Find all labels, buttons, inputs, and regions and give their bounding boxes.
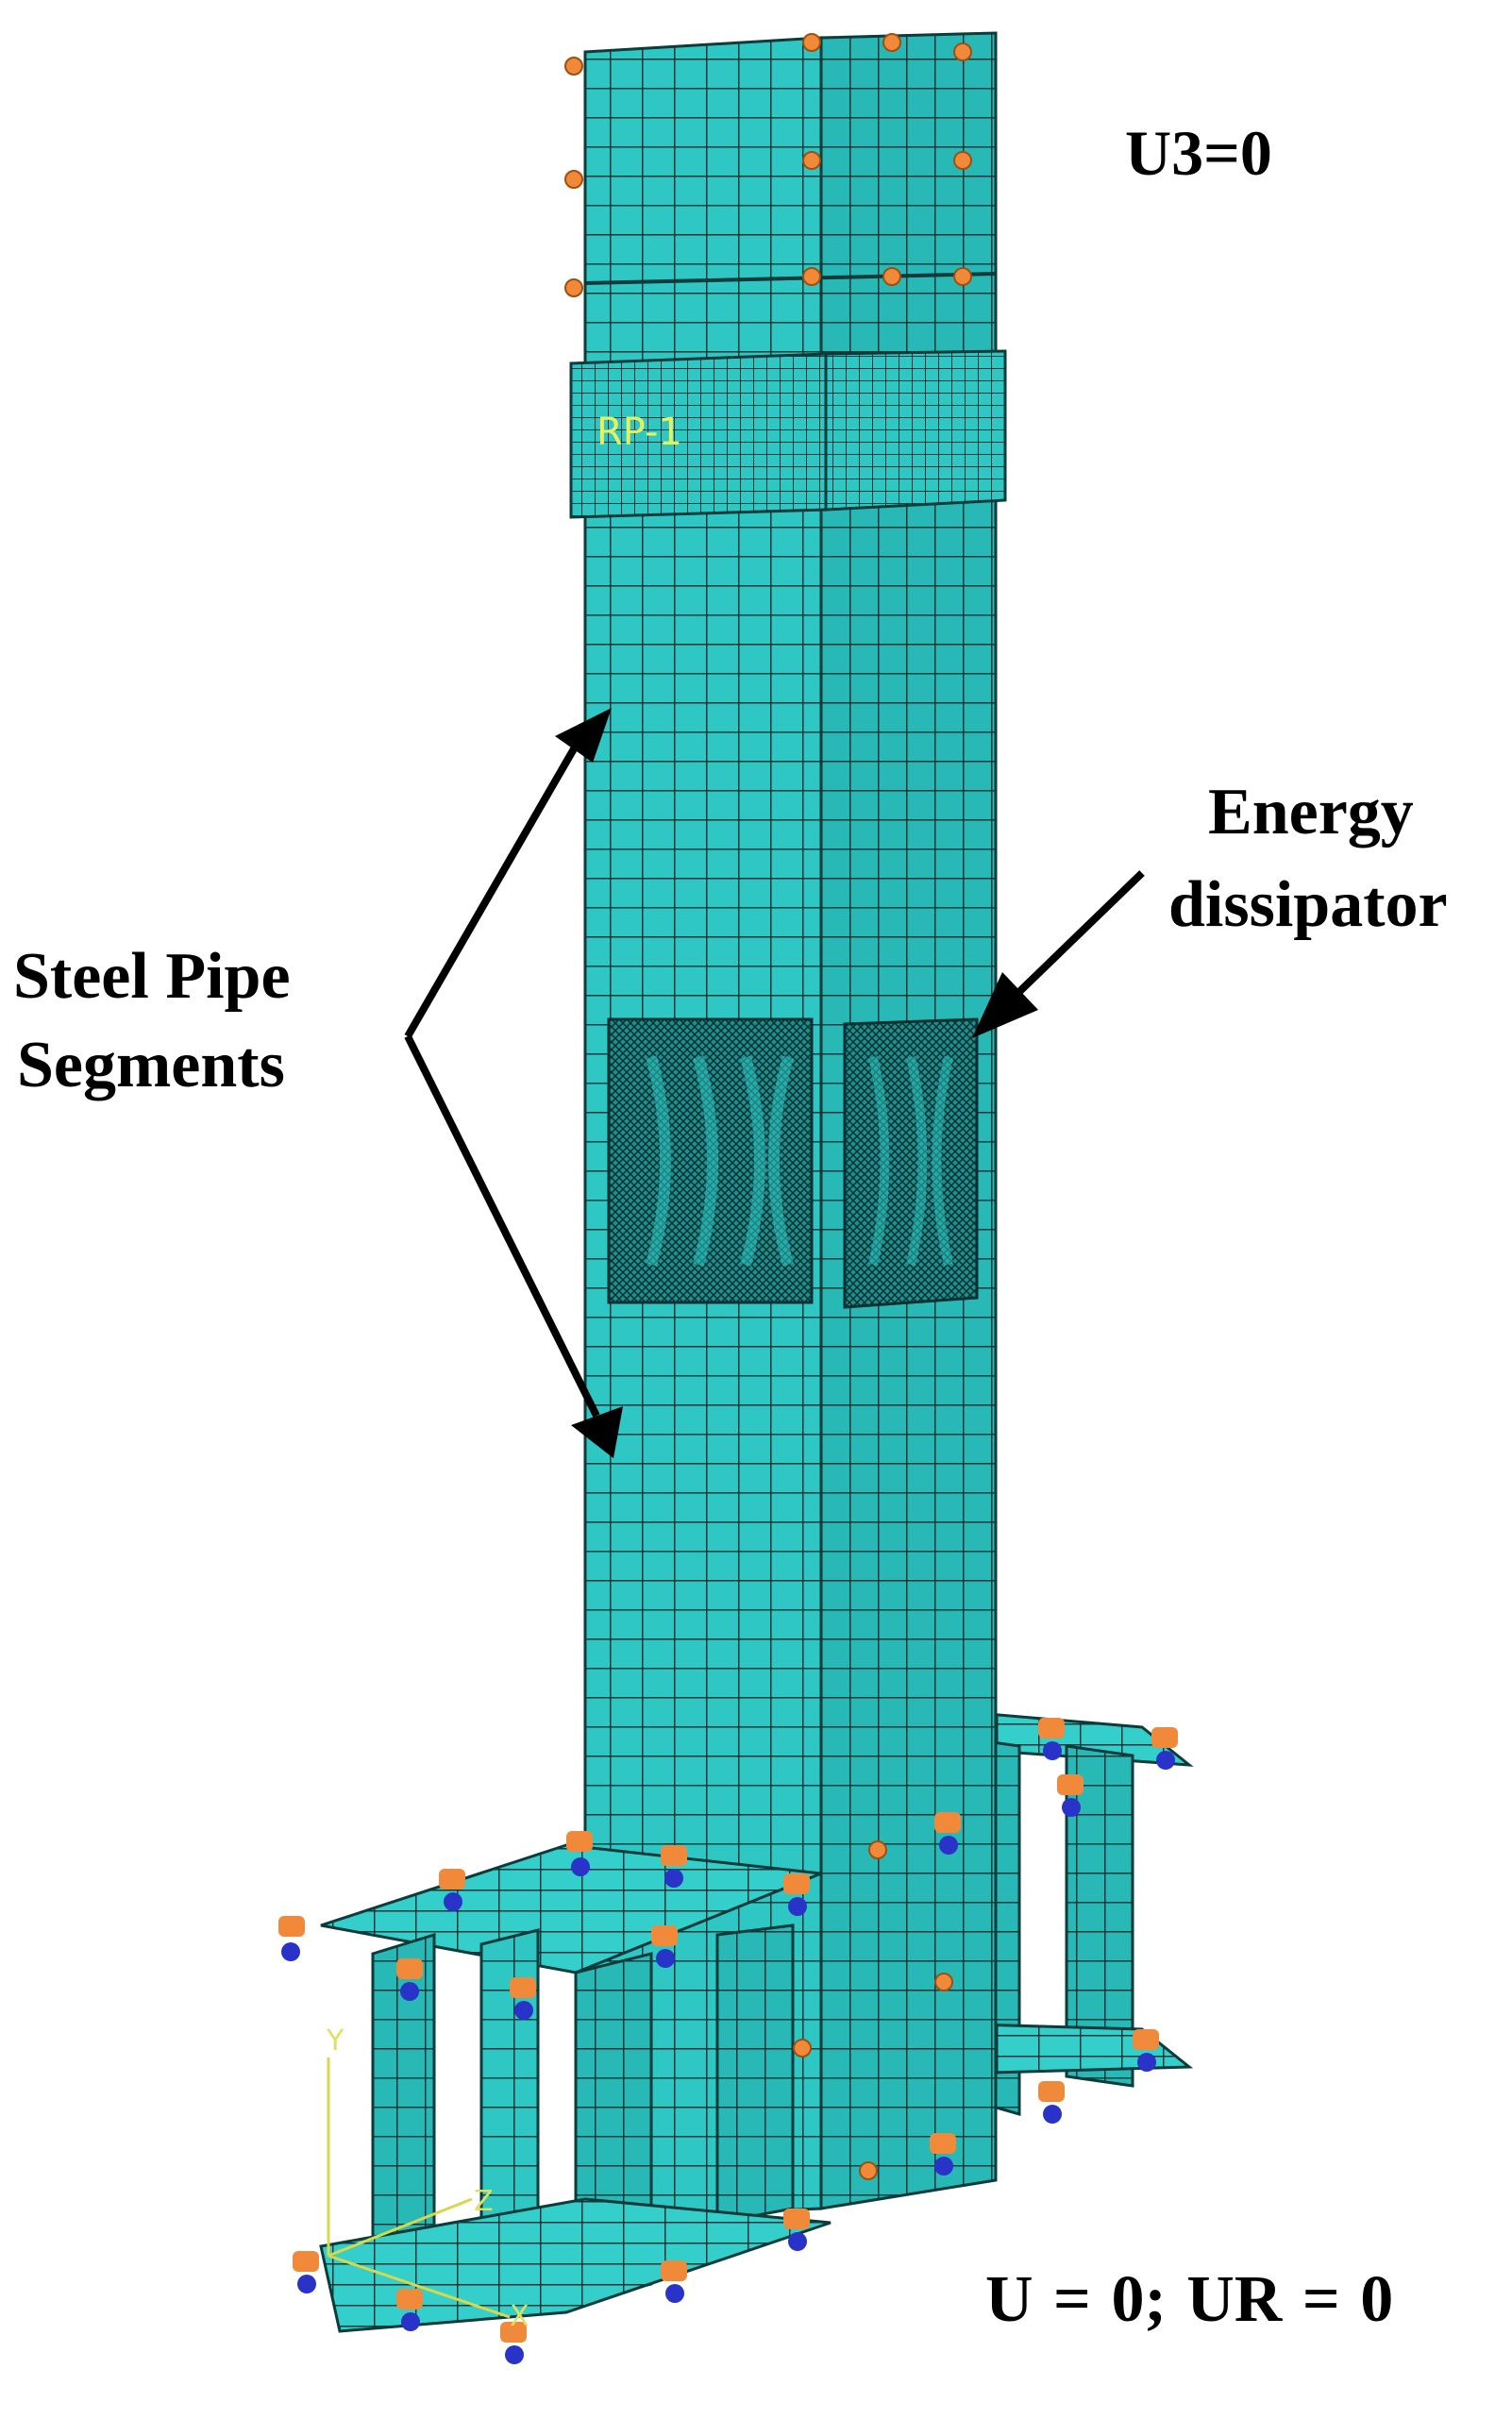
arrow-heads [555,708,1038,1458]
segments-label: Segments [17,1029,285,1101]
dissipator-label: dissipator [1168,868,1448,941]
axis-y-label: Y [327,2024,344,2058]
base-plate-front [319,1843,832,2333]
collar-side [824,349,1007,512]
axis-x-label: X [510,2300,529,2333]
fixed-boundary-label: U = 0; UR = 0 [985,2263,1394,2336]
u3-boundary-label: U3=0 [1125,117,1272,189]
energy-dissipator [607,1017,979,1309]
reference-point-label: RP-1 [596,411,682,454]
coordinate-triad [327,2058,511,2319]
axis-z-label: Z [474,2185,494,2218]
boundary-constraints [278,33,1178,2364]
steel-pipe-label: Steel Pipe [13,940,291,1013]
energy-label: Energy [1208,776,1414,848]
